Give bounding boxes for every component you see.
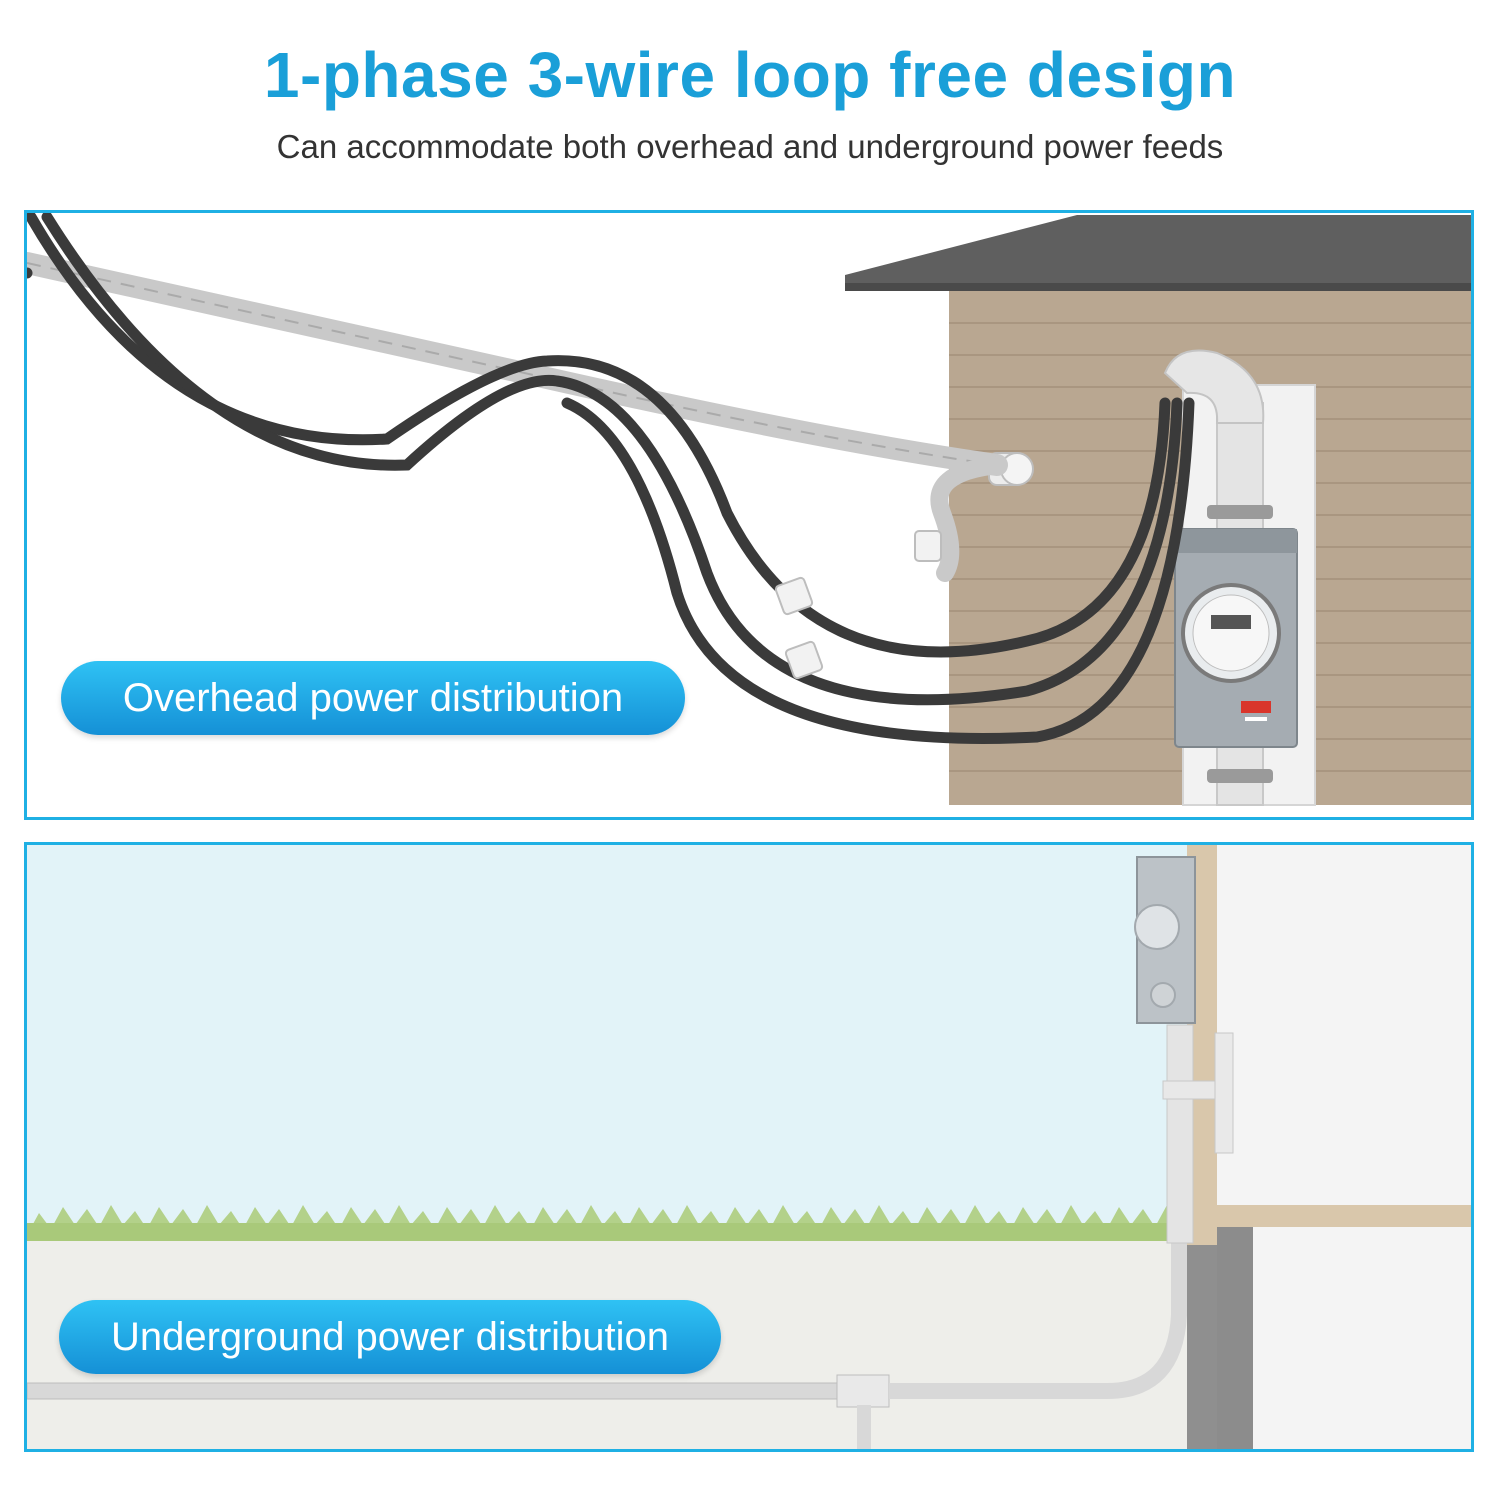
roof-shape xyxy=(845,215,1471,291)
mast-strap xyxy=(1207,769,1273,783)
underground-conduit xyxy=(27,1382,858,1400)
roof-edge xyxy=(845,283,1471,291)
messenger-strands xyxy=(27,262,998,466)
floor-joist xyxy=(1213,1205,1471,1227)
cable-clamp xyxy=(784,640,824,680)
basement-wall xyxy=(1217,1227,1253,1449)
overhead-illustration-panel: Overhead power distribution xyxy=(24,210,1474,820)
foundation xyxy=(1187,1245,1217,1449)
conduit-coupling xyxy=(836,1374,890,1408)
weatherhead xyxy=(1163,349,1265,424)
mast-strap xyxy=(1207,505,1273,519)
conduit-drop xyxy=(857,1405,871,1449)
cable-clamp xyxy=(774,576,814,616)
service-drop-cables xyxy=(27,213,1195,744)
underground-distribution-label: Underground power distribution xyxy=(59,1300,721,1374)
meter-display xyxy=(1211,615,1251,629)
conduit-sweep xyxy=(889,1241,1187,1399)
overhead-illustration xyxy=(27,213,1471,806)
meter-box-top xyxy=(1175,529,1297,553)
house-interior xyxy=(1217,845,1471,1205)
overhead-distribution-label: Overhead power distribution xyxy=(61,661,685,735)
warning-label xyxy=(1241,701,1271,713)
riser-conduit xyxy=(1166,1024,1194,1244)
panel-box-side xyxy=(1214,1032,1234,1154)
grass-strip xyxy=(27,1223,1187,1243)
page-title: 1-phase 3-wire loop free design xyxy=(263,39,1237,111)
basement-room xyxy=(1253,1227,1471,1449)
cable-clamp xyxy=(914,530,942,562)
meter-dial xyxy=(1134,904,1180,950)
page-subtitle: Can accommodate both overhead and underg… xyxy=(276,128,1224,165)
underground-illustration-panel: Underground power distribution xyxy=(24,842,1474,1452)
